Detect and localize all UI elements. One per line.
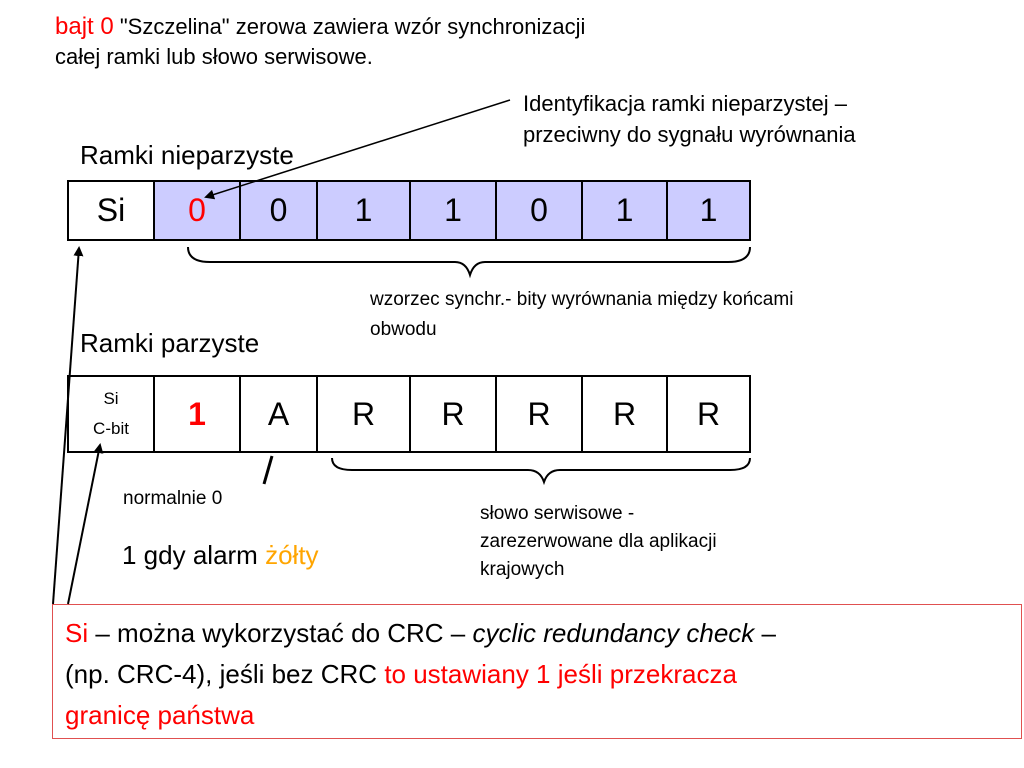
si-box-line-2-black: (np. CRC-4), jeśli bez CRC	[65, 659, 378, 689]
even-cell-reserved-3: R	[497, 377, 583, 451]
odd-frame-identification-note: Identyfikacja ramki nieparzystej – przec…	[523, 88, 856, 150]
even-frame-brace	[331, 457, 751, 486]
si-box-line-3: granicę państwa	[65, 700, 255, 730]
even-cell-si-label: Si	[103, 389, 119, 408]
even-cell-reserved-2: R	[411, 377, 497, 451]
odd-cell-bit-4: 1	[411, 182, 497, 239]
si-box-crc-term: cyclic redundancy check	[472, 618, 755, 648]
ident-note-line-2: przeciwny do sygnału wyrównania	[523, 122, 856, 147]
service-note-line-2: zarezerwowane dla aplikacji	[480, 531, 717, 552]
sync-pattern-note: wzorzec synchr.- bity wyrównania między …	[370, 285, 793, 345]
si-box-part-2: –	[761, 618, 777, 648]
alarm-note-prefix: 1 gdy alarm	[122, 540, 258, 570]
even-cell-reserved-5: R	[668, 377, 749, 451]
si-box-line-2: (np. CRC-4), jeśli bez CRC to ustawiany …	[65, 654, 1021, 695]
sync-note-line-1: wzorzec synchr.- bity wyrównania między …	[370, 289, 794, 310]
even-cell-si: Si C-bit	[69, 377, 155, 451]
even-frame-table: Si C-bit 1 A R R R R R	[67, 375, 751, 453]
ident-note-line-1: Identyfikacja ramki nieparzystej –	[523, 91, 848, 116]
odd-cell-bit-1: 0	[155, 182, 241, 239]
odd-cell-bit-3: 1	[318, 182, 411, 239]
header-line-1: bajt 0 "Szczelina" zerowa zawiera wzór s…	[55, 12, 585, 42]
odd-cell-bit-7: 1	[668, 182, 749, 239]
si-box-si-label: Si	[65, 618, 89, 648]
service-note-line-3: krajowych	[480, 559, 565, 580]
header-text: bajt 0 "Szczelina" zerowa zawiera wzór s…	[55, 12, 585, 72]
header-bajt-label: bajt 0	[55, 13, 114, 40]
service-note-line-1: słowo serwisowe -	[480, 503, 635, 524]
header-line-2: całej ramki lub słowo serwisowe.	[55, 44, 373, 69]
sync-note-line-2: obwodu	[370, 319, 437, 340]
odd-frame-table: Si 0 0 1 1 0 1 1	[67, 180, 751, 241]
service-word-note: słowo serwisowe - zarezerwowane dla apli…	[480, 500, 717, 584]
odd-cell-bit-6: 1	[583, 182, 668, 239]
even-cell-reserved-4: R	[583, 377, 668, 451]
even-cell-bit-1: 1	[155, 377, 241, 451]
alarm-yellow-note: 1 gdy alarm żółty	[122, 540, 319, 571]
si-box-part-1: – można wykorzystać do CRC –	[95, 618, 466, 648]
si-box-line-1: Si – można wykorzystać do CRC – cyclic r…	[65, 613, 1021, 654]
even-cell-reserved-1: R	[318, 377, 411, 451]
alarm-arrow	[262, 455, 274, 485]
odd-cell-bit-2: 0	[241, 182, 318, 239]
even-cell-cbit-label: C-bit	[93, 419, 129, 438]
odd-cell-bit-5: 0	[497, 182, 583, 239]
si-box-line-2-red: to ustawiany 1 jeśli przekracza	[384, 659, 737, 689]
even-frames-title: Ramki parzyste	[80, 328, 260, 358]
odd-cell-si: Si	[69, 182, 155, 239]
odd-frames-title: Ramki nieparzyste	[80, 140, 294, 170]
alarm-normal-note: normalnie 0	[123, 488, 223, 509]
odd-frame-brace	[187, 246, 751, 279]
even-cell-alarm: A	[241, 377, 318, 451]
si-even-arrow	[67, 443, 104, 605]
si-crc-explanation-box: Si – można wykorzystać do CRC – cyclic r…	[52, 604, 1022, 739]
header-line-1-rest: "Szczelina" zerowa zawiera wzór synchron…	[119, 14, 586, 39]
alarm-note-colored: żółty	[265, 540, 319, 570]
